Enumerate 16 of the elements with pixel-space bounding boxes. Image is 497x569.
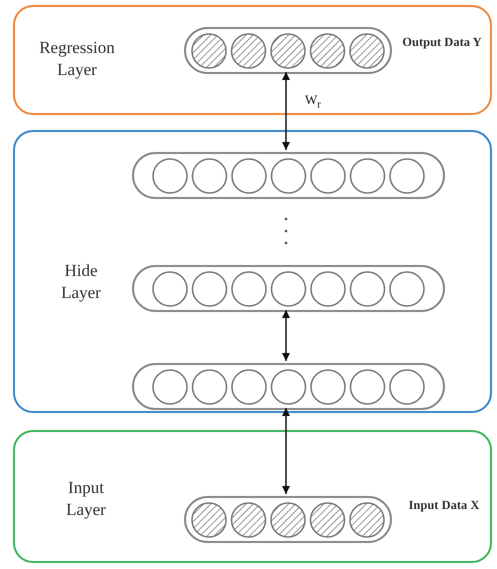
layer-label: Regression Layer	[38, 37, 116, 81]
neuron-layer	[184, 27, 392, 74]
double-arrow	[282, 408, 290, 494]
double-arrow	[282, 72, 290, 150]
data-label: Input Data X	[408, 497, 480, 514]
data-label: Output Data Y	[401, 34, 483, 51]
layer-panel	[13, 5, 492, 115]
neuron-layer	[132, 363, 445, 410]
layer-panel	[13, 130, 492, 413]
double-arrow	[282, 310, 290, 361]
neuron-layer	[132, 265, 445, 312]
layer-label: Input Layer	[65, 477, 107, 521]
layer-panel	[13, 430, 492, 563]
neuron-layer	[132, 152, 445, 199]
layer-label: Hide Layer	[60, 260, 102, 304]
neuron-layer	[184, 496, 392, 543]
